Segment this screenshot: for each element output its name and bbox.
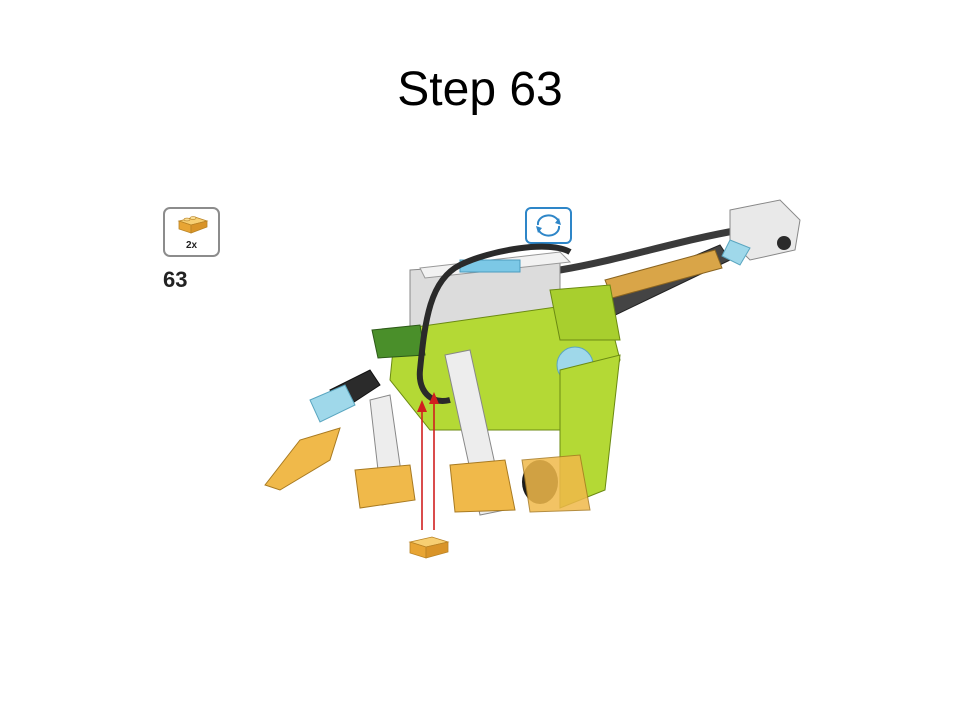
yellow-slope-brick-icon [177, 216, 209, 234]
leg-front-left [354, 394, 416, 509]
part-quantity-label: 2x [185, 240, 198, 251]
leg-front-right [444, 349, 516, 516]
slide-title: Step 63 [397, 63, 563, 116]
head-block [721, 199, 801, 266]
front-arm [264, 369, 381, 491]
lego-dinosaur-model [264, 199, 801, 559]
rotate-model-button[interactable] [525, 207, 572, 244]
motor-cable [416, 243, 572, 404]
rotate-model-icon [536, 214, 561, 237]
step-number: 63 [163, 267, 188, 292]
new-part-slope-brick [408, 536, 450, 559]
leg-rear [521, 354, 621, 513]
placement-arrows [417, 392, 439, 530]
parts-callout: 2x [163, 207, 220, 257]
